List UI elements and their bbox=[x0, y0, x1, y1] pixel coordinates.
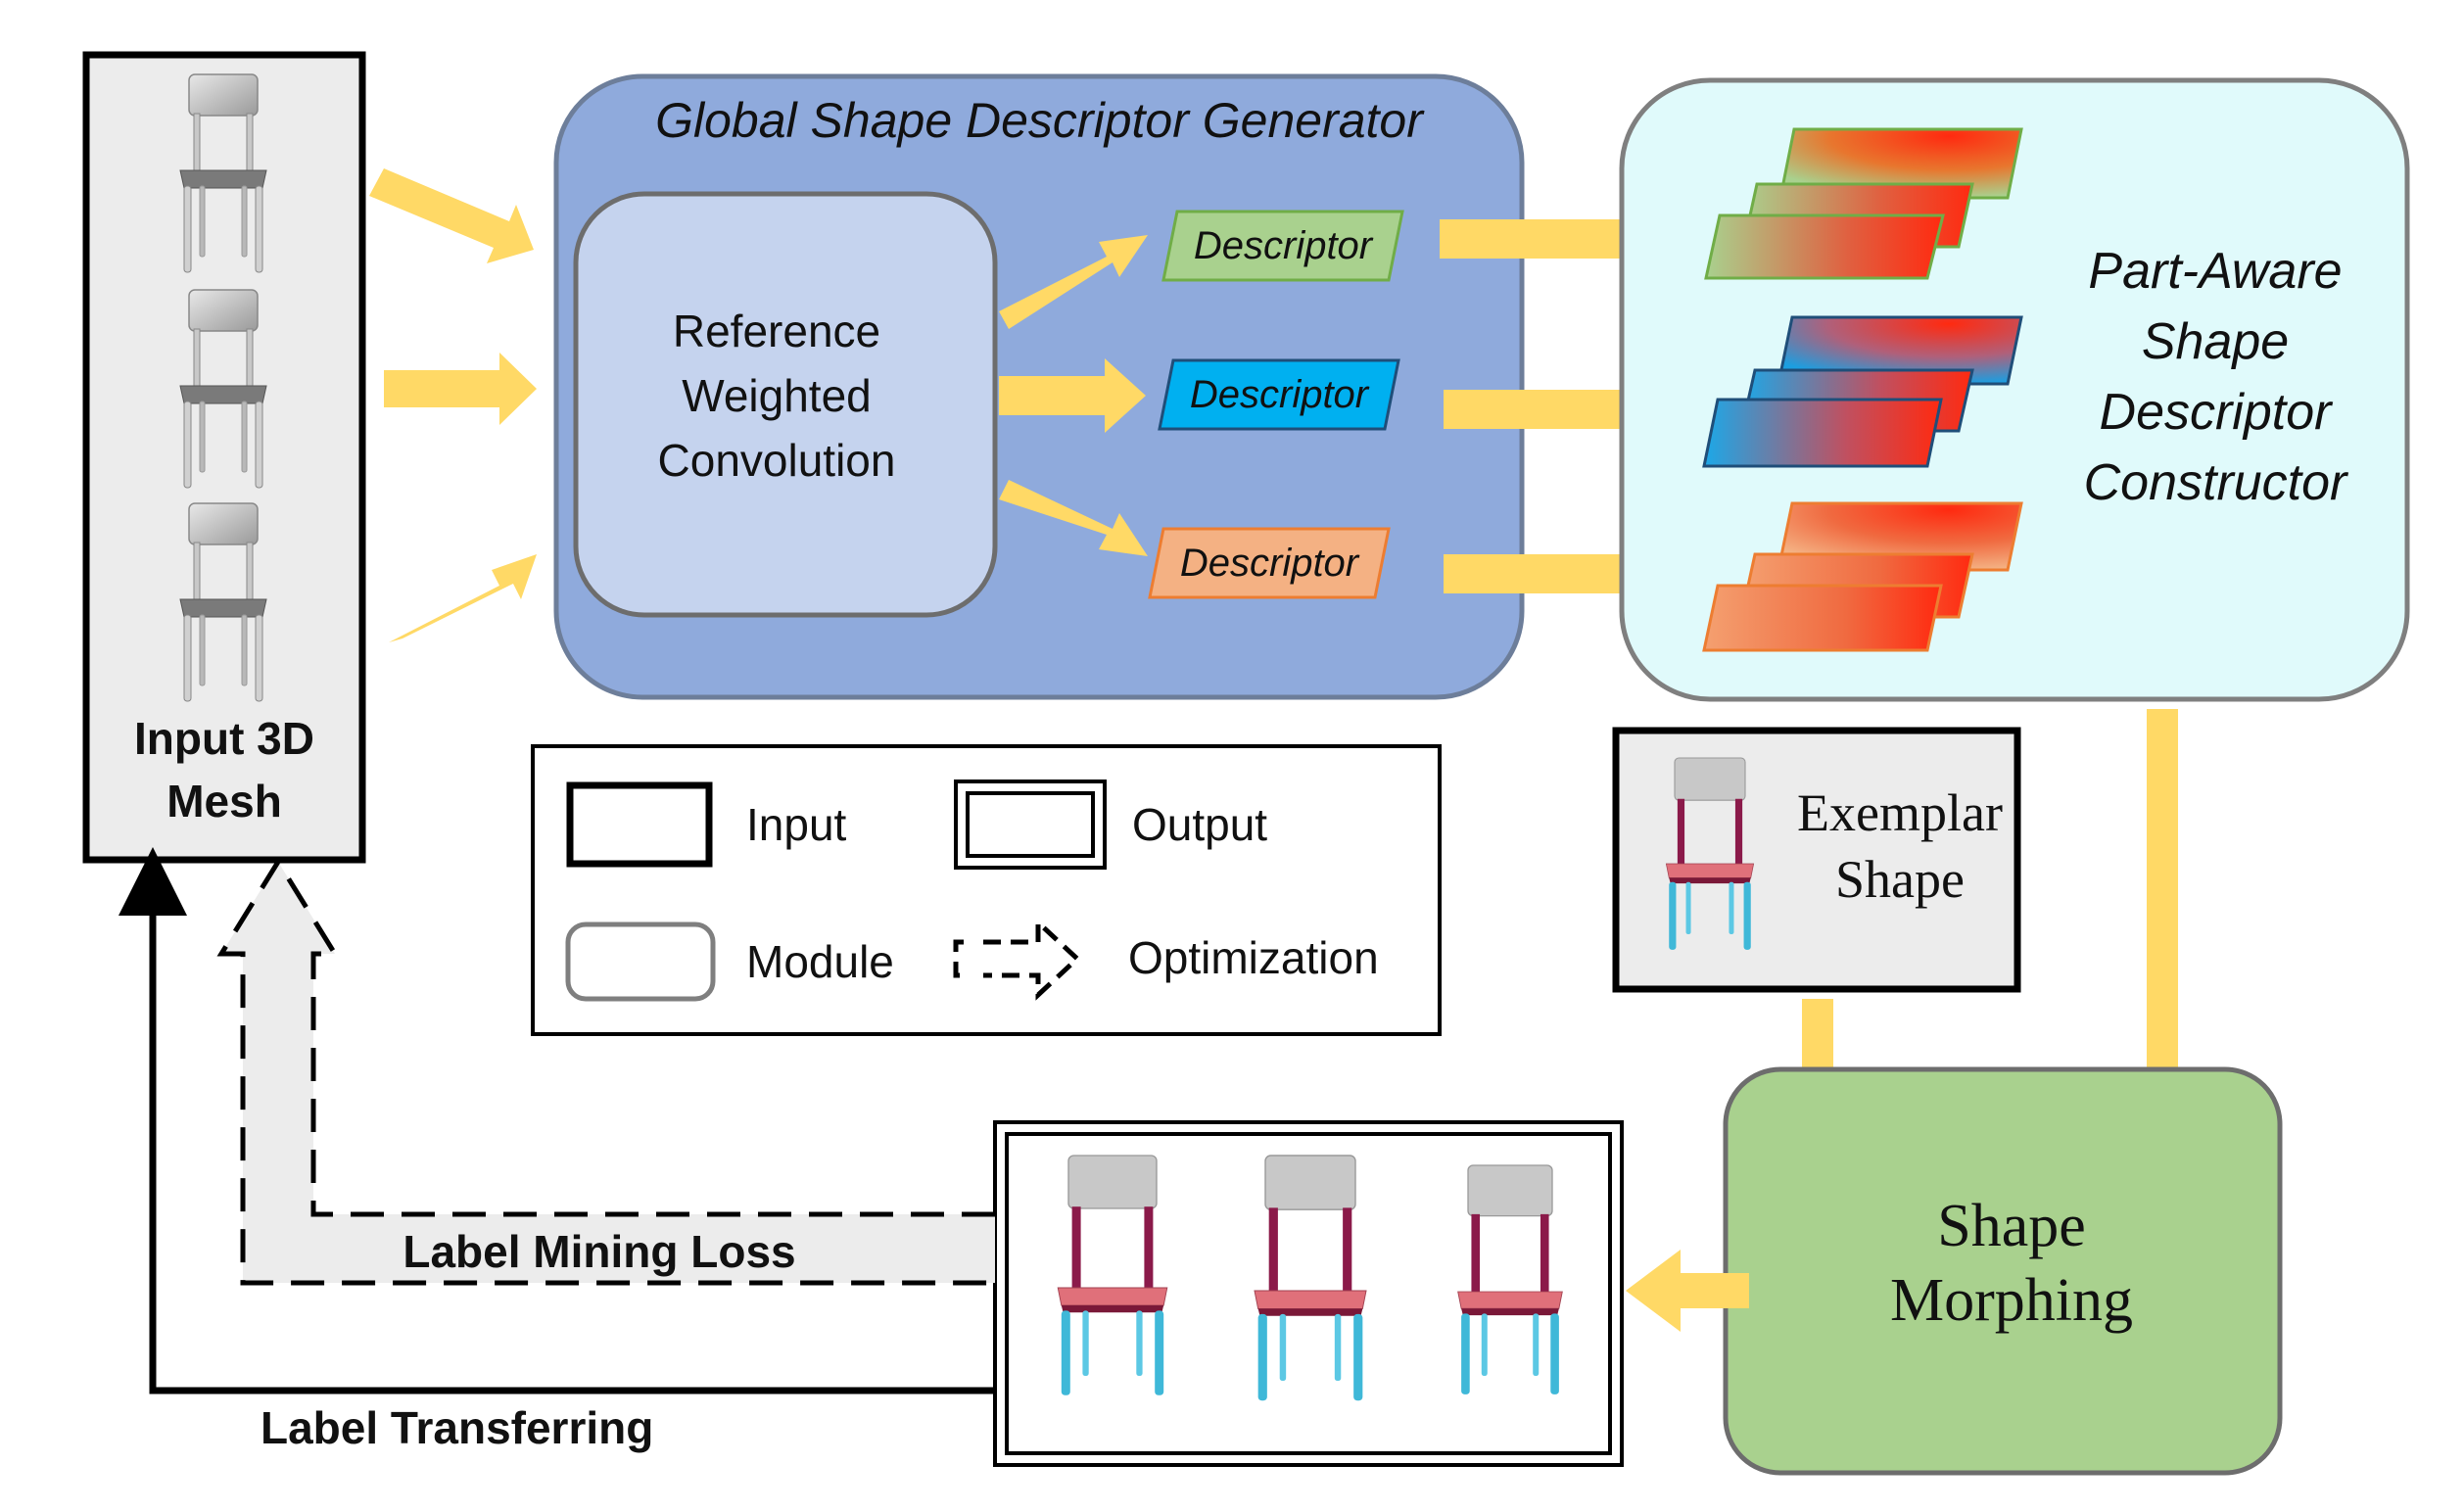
exemplar-panel: Exemplar Shape bbox=[1612, 727, 2021, 993]
morphing-line2: Morphing bbox=[1890, 1267, 2133, 1334]
legend: Input Output Module Optimization bbox=[531, 744, 1442, 1036]
rwc-line3: Convolution bbox=[658, 435, 896, 486]
legend-optimization-swatch bbox=[953, 917, 1081, 1001]
descriptor-blue: Descriptor bbox=[1158, 358, 1400, 431]
input-label-line1: Input 3D bbox=[134, 713, 314, 764]
constructor-line3: Descriptor bbox=[2100, 384, 2335, 441]
descriptor-green: Descriptor bbox=[1161, 210, 1404, 282]
label-mining-loss-arrow: Label Mining Loss bbox=[216, 857, 995, 1286]
input-arrows bbox=[369, 168, 537, 642]
legend-module-label: Module bbox=[746, 936, 894, 987]
arrow-morphing-to-output bbox=[1626, 1250, 1749, 1332]
generator-title: Global Shape Descriptor Generator bbox=[655, 93, 1425, 148]
constructor-line1: Part-Aware bbox=[2088, 243, 2342, 300]
legend-output-swatch bbox=[954, 780, 1107, 870]
descriptor-orange: Descriptor bbox=[1148, 527, 1391, 599]
morphing-line1: Shape bbox=[1937, 1193, 2086, 1259]
rwc-line1: Reference bbox=[673, 306, 880, 356]
descriptor-label-1: Descriptor bbox=[1194, 224, 1374, 267]
descriptor-label-3: Descriptor bbox=[1180, 542, 1360, 585]
constructor-line4: Constructor bbox=[2084, 454, 2349, 511]
output-panel bbox=[993, 1120, 1624, 1467]
rwc-line2: Weighted bbox=[682, 370, 872, 421]
label-transferring-arrow: Label Transferring bbox=[118, 847, 995, 1453]
morphing-module: Shape Morphing bbox=[1723, 1066, 2283, 1476]
input-label-line2: Mesh bbox=[166, 776, 282, 827]
legend-input-swatch bbox=[566, 781, 713, 868]
part-descriptor-stack-blue bbox=[1702, 315, 2023, 468]
inner-arrows bbox=[999, 235, 1148, 556]
legend-output-label: Output bbox=[1132, 799, 1267, 850]
label-transferring-text: Label Transferring bbox=[261, 1402, 653, 1453]
exemplar-line1: Exemplar bbox=[1797, 783, 2003, 842]
constructor-line2: Shape bbox=[2142, 313, 2289, 370]
legend-input-label: Input bbox=[746, 799, 847, 850]
generator-module: Global Shape Descriptor Generator Refere… bbox=[553, 73, 1525, 700]
part-descriptor-stack-green bbox=[1704, 127, 2023, 280]
constructor-module: Part-Aware Shape Descriptor Constructor bbox=[1619, 77, 2410, 702]
rwc-module: Reference Weighted Convolution bbox=[573, 191, 998, 618]
exemplar-line2: Shape bbox=[1835, 850, 1965, 909]
input-mesh-panel: Input 3D Mesh bbox=[82, 51, 366, 864]
part-descriptor-stack-orange bbox=[1702, 501, 2023, 652]
arrow-constructor-to-morphing bbox=[2123, 709, 2202, 1124]
legend-optimization-label: Optimization bbox=[1128, 932, 1379, 983]
legend-module-swatch bbox=[565, 921, 716, 1002]
label-mining-loss-text: Label Mining Loss bbox=[403, 1226, 795, 1277]
descriptor-label-2: Descriptor bbox=[1190, 373, 1370, 416]
